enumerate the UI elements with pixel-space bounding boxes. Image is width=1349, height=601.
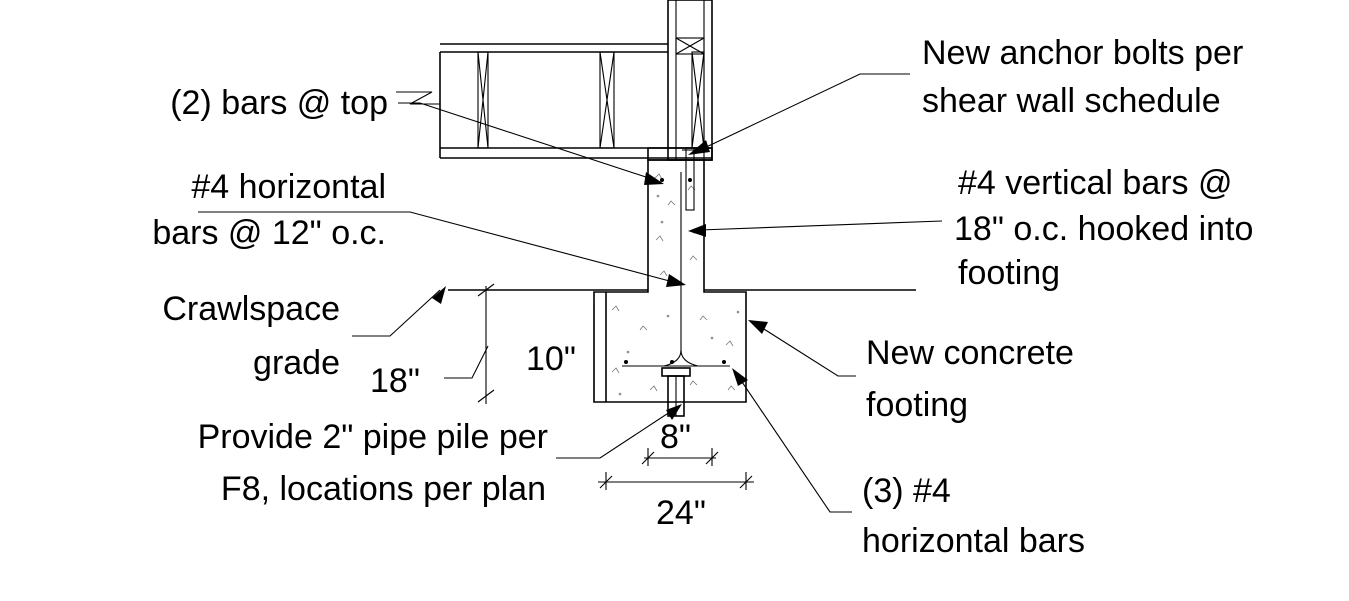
label-three-bars-1: (3) #4 (862, 472, 951, 510)
label-vert-bars-1: #4 vertical bars @ (958, 164, 1233, 202)
dim-stem-width-8: 8" (660, 418, 691, 456)
label-pipe-pile-2: F8, locations per plan (221, 470, 546, 508)
floor-framing (396, 0, 713, 161)
label-anchor-bolts-2: shear wall schedule (922, 82, 1221, 120)
concrete-footing (593, 147, 747, 417)
concrete-hatch (611, 173, 740, 396)
dimension-lines (444, 283, 754, 490)
label-new-footing-2: footing (866, 386, 968, 424)
label-crawlspace-1: Crawlspace (162, 290, 340, 328)
leaders (198, 73, 943, 513)
label-new-footing-1: New concrete (866, 334, 1074, 372)
dim-footing-height-10: 10" (526, 340, 576, 378)
dim-footing-width-24: 24" (656, 494, 706, 532)
dim-depth-18: 18" (370, 362, 420, 400)
label-vert-bars-3: footing (958, 254, 1060, 292)
label-bars-top: (2) bars @ top (170, 84, 388, 122)
label-pipe-pile-1: Provide 2" pipe pile per (198, 418, 548, 456)
label-horiz-bars-1: #4 horizontal (191, 168, 386, 206)
label-crawlspace-2: grade (253, 344, 340, 382)
label-horiz-bars-2: bars @ 12" o.c. (152, 214, 386, 252)
label-anchor-bolts-1: New anchor bolts per (922, 34, 1243, 72)
label-three-bars-2: horizontal bars (862, 522, 1085, 560)
label-vert-bars-2: 18" o.c. hooked into (954, 210, 1253, 248)
